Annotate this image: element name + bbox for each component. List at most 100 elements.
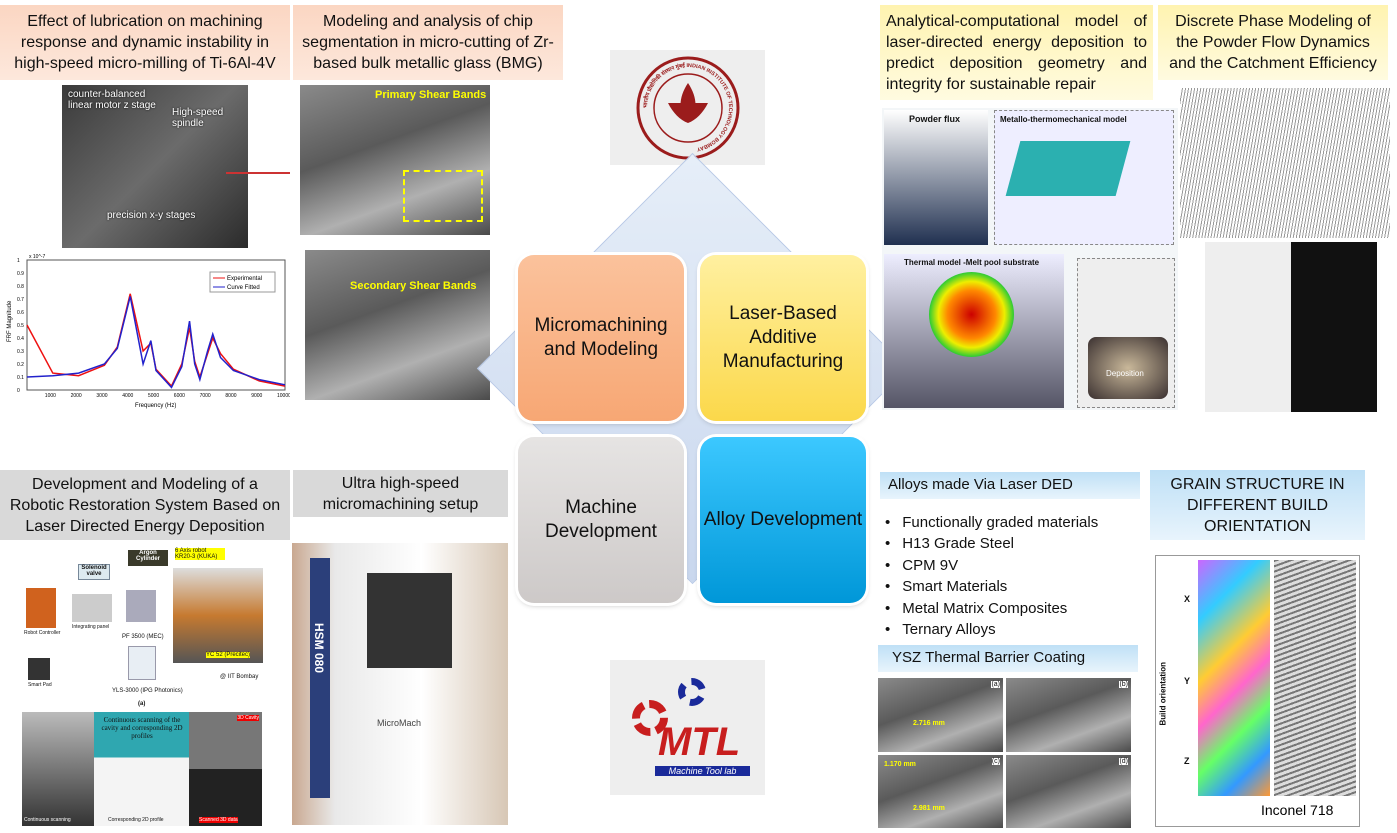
panel-label: (c) xyxy=(991,757,1000,765)
micromilling-setup-photo: counter-balanced linear motor z stage Hi… xyxy=(62,85,248,248)
measure: 2.981 mm xyxy=(913,804,945,812)
y-tick-label: 0.5 xyxy=(17,323,24,329)
deposition-panel: Deposition xyxy=(1077,258,1175,408)
quadrant-laser-am[interactable]: Laser-Based Additive Manufacturing xyxy=(700,255,866,421)
x-tick-label: 5000 xyxy=(148,393,159,399)
row-label: Z xyxy=(1184,756,1190,766)
legend-experimental: Experimental xyxy=(227,276,262,282)
alloy-item: Metal Matrix Composites xyxy=(885,598,1098,619)
quadrant-alloy-development[interactable]: Alloy Development xyxy=(700,437,866,603)
y-tick-label: 0.2 xyxy=(17,362,24,368)
x-tick-label: 1000 xyxy=(45,393,56,399)
label: Smart Pad xyxy=(28,682,52,688)
label: Continuous scanning xyxy=(24,817,71,823)
row-label: Y xyxy=(1184,676,1191,686)
y-tick-label: 1 xyxy=(17,258,20,264)
alloy-item: Ternary Alloys xyxy=(885,619,1098,640)
ysz-title: YSZ Thermal Barrier Coating xyxy=(878,645,1138,672)
label: @ IIT Bombay xyxy=(220,674,259,680)
grain-structure-figure: Build orientation X Y Z Inconel 718 xyxy=(1155,555,1360,827)
sem-primary-shear-bands: Primary Shear Bands xyxy=(300,85,490,235)
panel-label: Metallo-thermomechanical model xyxy=(1000,115,1127,124)
label: Scanned 3D data xyxy=(199,817,238,823)
mtl-logo-text: MTL xyxy=(658,720,741,764)
catchment-images xyxy=(1205,242,1377,412)
smart-pad xyxy=(28,658,50,680)
panel-label: (b) xyxy=(1119,681,1128,688)
label: PF 3500 (MEC) xyxy=(122,634,164,640)
primary-shear-label: Primary Shear Bands xyxy=(375,89,487,101)
pointer-line xyxy=(226,172,290,174)
panel-label: Deposition xyxy=(1106,369,1144,378)
photo-label: High-speed spindle xyxy=(172,107,224,129)
integrating-panel xyxy=(72,594,112,622)
label: Continuous scanning of the cavity and co… xyxy=(101,716,183,740)
alloy-item: H13 Grade Steel xyxy=(885,533,1098,554)
y-tick-label: 0.7 xyxy=(17,297,24,303)
alloy-item: CPM 9V xyxy=(885,555,1098,576)
iit-bombay-logo: भारतीय प्रौद्योगिकी संस्थान मुंबई INDIAN… xyxy=(610,50,765,165)
gear-icon xyxy=(632,700,668,736)
y-axis-label: FRF Magnitude xyxy=(7,300,13,342)
ebsd-maps xyxy=(1198,560,1270,796)
led-title: Analytical-computational model of laser-… xyxy=(880,5,1153,100)
label: YLS-3000 (IPG Photonics) xyxy=(112,688,183,694)
label: YC 52 (Precitec) xyxy=(206,652,251,658)
x-tick-label: 2000 xyxy=(71,393,82,399)
alloys-title: Alloys made Via Laser DED xyxy=(880,472,1140,499)
brand-label: MicroMach xyxy=(377,718,422,728)
label: Robot Controller xyxy=(24,630,61,636)
y-tick-label: 0.8 xyxy=(17,284,24,290)
x-tick-label: 10000 xyxy=(277,393,290,399)
dpm-title: Discrete Phase Modeling of the Powder Fl… xyxy=(1158,5,1388,80)
label: 3D Cavity xyxy=(237,715,259,721)
alloy-item: Smart Materials xyxy=(885,576,1098,597)
ultra-title: Ultra high-speed micromachining setup xyxy=(293,470,508,517)
powder-feeder xyxy=(126,590,156,622)
y-tick-label: 0 xyxy=(17,388,20,394)
panel-label: (a) xyxy=(991,681,1000,688)
robot-controller xyxy=(26,588,56,628)
measure: 2.716 mm xyxy=(913,720,945,727)
x-tick-label: 6000 xyxy=(174,393,185,399)
robotic-system-diagram: Argon Cylinder Solenoid valve 6 Axis rob… xyxy=(20,548,265,710)
powder-flux-panel: Powder flux xyxy=(884,110,988,245)
quadrant-machine-development[interactable]: Machine Development xyxy=(518,437,684,603)
photo-label: counter-balanced linear motor z stage xyxy=(68,89,156,111)
quadrant-micromachining[interactable]: Micromachining and Modeling xyxy=(518,255,684,421)
y-tick-label: 0.1 xyxy=(17,375,24,381)
machine-label: HSM 080 xyxy=(312,623,326,674)
x-tick-label: 8000 xyxy=(225,393,236,399)
y-tick-label: 0.4 xyxy=(17,336,24,342)
label: Corresponding 2D profile xyxy=(108,817,164,823)
x-axis-label: Frequency (Hz) xyxy=(135,403,176,409)
gear-icon xyxy=(678,678,706,706)
powder-stream-simulation xyxy=(1180,88,1390,238)
row-label: X xyxy=(1184,594,1191,604)
sem-micrographs xyxy=(1274,560,1356,796)
photo-label: precision x-y stages xyxy=(107,210,196,221)
scanning-figure: Continuous scanning Continuous scanning … xyxy=(22,712,262,826)
grain-title: GRAIN STRUCTURE IN DIFFERENT BUILD ORIEN… xyxy=(1150,470,1365,540)
alloy-list: Functionally graded materials H13 Grade … xyxy=(885,512,1098,640)
panel-label: Thermal model -Melt pool substrate xyxy=(904,258,1040,267)
x-tick-label: 3000 xyxy=(96,393,107,399)
robotic-title: Development and Modeling of a Robotic Re… xyxy=(0,470,290,540)
led-model-figure: Powder flux Metallo-thermomechanical mod… xyxy=(882,108,1178,410)
material-label: Inconel 718 xyxy=(1261,802,1334,818)
label: Integrating panel xyxy=(72,624,110,630)
hsm-machine-photo: HSM 080 MicroMach xyxy=(292,543,508,825)
x-tick-label: 9000 xyxy=(251,393,262,399)
mtl-logo: MTL Machine Tool lab xyxy=(610,660,765,795)
panel-label: (d) xyxy=(1119,757,1128,765)
label: (a) xyxy=(138,701,146,707)
fiber-laser xyxy=(128,646,156,680)
mtl-logo-subtitle: Machine Tool lab xyxy=(655,766,750,776)
sem-secondary-shear-bands: Secondary Shear Bands xyxy=(305,250,490,400)
y-scale-label: x 10^-7 xyxy=(29,254,45,260)
x-tick-label: 7000 xyxy=(200,393,211,399)
panel-label: Powder flux xyxy=(909,114,961,124)
robot-label: 6 Axis robot KR20-3 (KUKA) xyxy=(175,548,225,560)
